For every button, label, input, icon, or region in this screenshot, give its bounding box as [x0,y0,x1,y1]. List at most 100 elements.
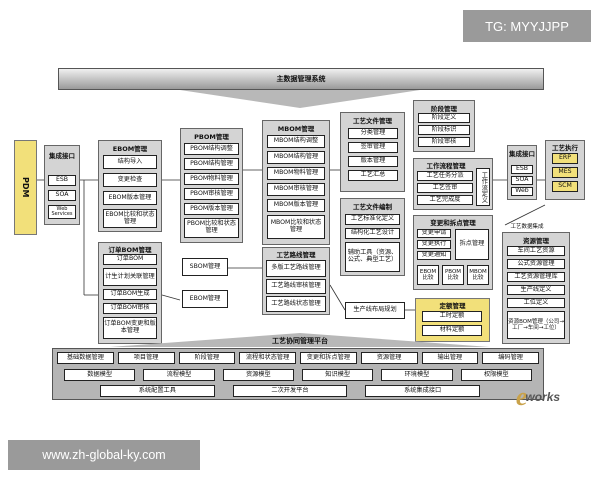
resource-item: 工位定义 [507,298,565,308]
compare-item: EBOM比较 [417,265,439,285]
workflow-define-box: 工作流定义 [476,168,490,206]
pbom-item: PBOM版本管理 [184,203,239,215]
route-title: 工艺路线管理 [276,251,316,259]
left-integration-item: SOA [48,190,76,201]
resource-item: 工艺资源管理库 [507,272,565,282]
stage-item: 阶段审核 [418,137,470,147]
pbom-item: PBOM结构管理 [184,158,239,170]
master-data-system-bar: 主数据管理系统 [58,68,544,90]
works-logo-mark: e [515,382,528,411]
right-integration-item: Web [511,187,533,196]
resource-item: 车间工艺资源 [507,246,565,256]
sbom-box: SBOM管理 [182,258,228,276]
pbom-item: PBOM物料管理 [184,173,239,185]
order-bom-item: 订单BOM生成 [103,289,157,300]
resource-item: 资源BOM管理（公司→工厂→车间→工位） [507,311,565,339]
left-integration-item: Web Services [48,205,76,219]
resource-item: 生产线定义 [507,285,565,295]
proc-doc-item: 签审管理 [348,142,398,153]
workflow-item: 工艺完成度 [417,195,473,205]
platform-model: 资源模型 [222,369,294,381]
prod-line-box: 生产线布局规划 [345,302,405,319]
ebom-title: EBOM管理 [112,145,148,153]
mbom-item: MBOM结构管理 [267,151,325,164]
change-item: 变更申请 [417,229,451,238]
exec-item: SCM [552,181,578,192]
mbom-title: MBOM管理 [277,125,315,133]
split-point-box: 拆点管理 [455,229,489,260]
pbom-title: PBOM管理 [194,133,229,141]
stage-item: 阶段定义 [418,113,470,123]
right-integration-item: ESB [511,165,533,174]
mbom-item: MBOM比较和状态管理 [267,215,325,239]
route-item: 多版工艺路线管理 [266,260,326,277]
platform-module: 资源管理 [360,352,418,364]
proc-doc-title: 工艺文件管理 [353,117,392,125]
platform-tool: 系统配置工具 [100,385,215,397]
stage-title: 阶段管理 [431,105,457,113]
platform-module: 编码管理 [482,352,539,364]
change-item: 变更执行 [417,240,451,249]
route-item: 工艺路线审核管理 [266,279,326,294]
pbom-item: PBOM审核管理 [184,188,239,200]
platform-module: 变更和拆点管理 [300,352,357,364]
platform-tool: 系统集成接口 [365,385,480,397]
quota-title: 定额管理 [439,302,466,310]
exec-item: ERP [552,153,578,164]
platform-module: 阶段管理 [178,352,236,364]
platform-model: 权限模型 [460,369,532,381]
compare-item: PBOM比较 [442,265,464,285]
platform-model: 数据模型 [64,369,136,381]
watermark-top: TG: MYYJJPP [463,10,591,42]
proc-edit-item: 辅助工具（资源、公式、典型工艺） [345,242,400,272]
exec-title: 工艺执行 [552,144,578,152]
left-integration-title: 集成接口 [49,152,75,160]
platform-arrow [110,333,490,347]
watermark-bottom: www.zh-global-ky.com [8,440,200,470]
exec-item: MES [552,167,578,178]
workflow-title: 工作流程管理 [426,162,466,170]
platform-model: 知识模型 [302,369,374,381]
platform-module: 输出管理 [421,352,479,364]
pdm-block: PDM [14,140,37,235]
collaborative-platform-bar: 工艺协同管理平台 [272,336,328,345]
platform-tool: 二次开发平台 [232,385,348,397]
proc-edit-item: 结构化工艺设计 [345,228,400,239]
proc-edit-item: 工艺标准化定义 [345,214,400,225]
route-item: 工艺路线状态管理 [266,296,326,312]
platform-model: 流程模型 [143,369,215,381]
works-logo-text: works [525,390,561,404]
proc-doc-item: 工艺汇总 [348,170,398,181]
ebom-item: 结构导入 [103,155,157,169]
top-bar-arrow [180,90,420,108]
order-bom-item: 订单BOM审核 [103,303,157,314]
platform-module: 流程和状态管理 [239,352,296,364]
ebom-small-box: EBOM管理 [182,290,228,308]
mbom-item: MBOM版本管理 [267,199,325,212]
workflow-item: 工艺签审 [417,183,473,193]
pdm-label: PDM [21,177,30,198]
stage-item: 阶段标识 [418,125,470,135]
proc-doc-item: 版本管理 [348,156,398,167]
proc-edit-title: 工艺文件编制 [353,203,392,211]
pbom-item: PBOM结构调整 [184,143,239,155]
pbom-item: PBOM比较和状态管理 [184,218,239,238]
order-bom-item: 订单BOM [103,254,157,265]
mbom-item: MBOM物料管理 [267,167,325,180]
resource-title: 资源管理 [523,237,549,245]
order-bom-title: 订单BOM管理 [108,246,152,254]
platform-model: 环境模型 [381,369,453,381]
platform-module: 项目管理 [117,352,175,364]
works-logo: e works [508,382,568,412]
ebom-item: EBOM比较和状态管理 [103,209,157,228]
ebom-item: EBOM版本管理 [103,191,157,205]
right-integration-title: 集成接口 [509,150,535,158]
mbom-item: MBOM审核管理 [267,183,325,196]
ebom-item: 变更检查 [103,173,157,187]
proc-doc-item: 分类管理 [348,128,398,139]
integration-mgmt-label: 工艺数据集成 [510,224,544,230]
quota-item: 工时定额 [422,311,482,322]
change-title: 变更和拆点管理 [430,219,476,227]
resource-item: 公式资源管理 [507,259,565,269]
